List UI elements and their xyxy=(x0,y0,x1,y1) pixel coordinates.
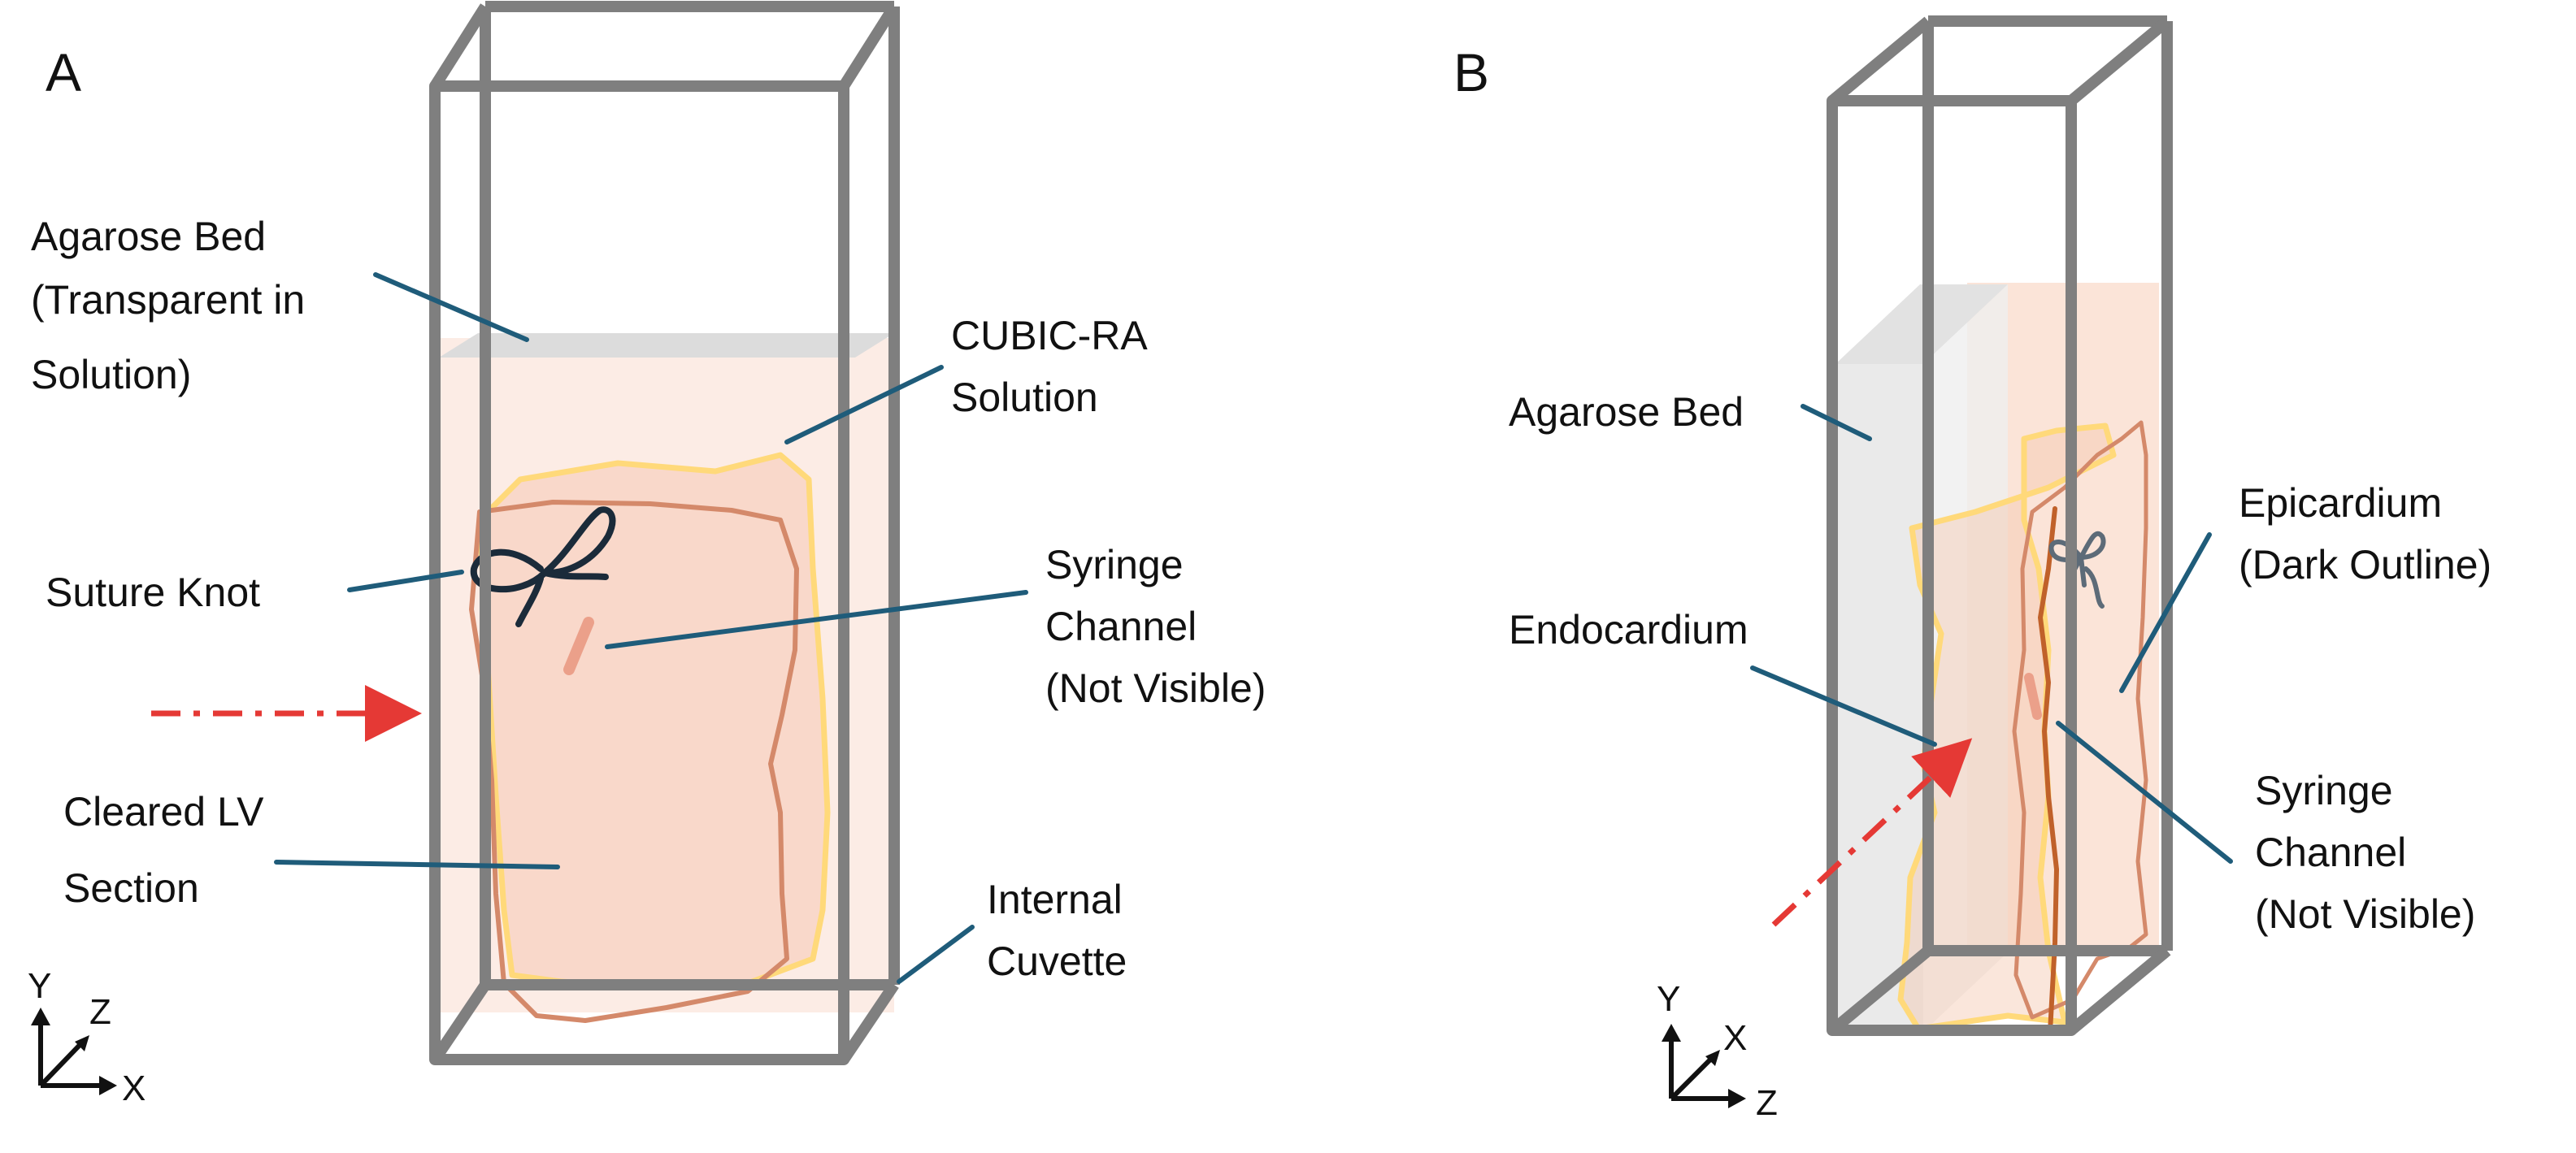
syringe-channel-a xyxy=(563,617,594,675)
cubic-ra-label: CUBIC-RA Solution xyxy=(951,313,1157,420)
epicardium-outline xyxy=(2038,506,2059,1034)
light-direction-arrow-b xyxy=(1771,738,1973,927)
cleared-lv-outer-outline xyxy=(476,452,831,990)
epicardium-label: Epicardium (Dark Outline) xyxy=(2239,480,2491,587)
cubic-ra-leader xyxy=(784,365,944,444)
axis-z-label-b: Z xyxy=(1756,1083,1778,1123)
syringe-channel-leader-b xyxy=(2056,721,2233,864)
agarose-bed-leader-a xyxy=(373,272,529,342)
epicardium-leader xyxy=(2119,532,2212,693)
syringe-channel-label-a: Syringe Channel (Not Visible) xyxy=(1045,542,1266,711)
suture-knot-label: Suture Knot xyxy=(46,570,260,615)
panel-b-letter: B xyxy=(1453,42,1489,102)
agarose-bed-a xyxy=(439,333,894,358)
axis-y-label-a: Y xyxy=(28,966,51,1006)
cleared-lv-label: Cleared LV Section xyxy=(63,789,275,911)
suture-knot xyxy=(470,506,616,627)
axis-x-label-a: X xyxy=(122,1068,146,1108)
axis-triad-b xyxy=(1662,1024,1746,1108)
agarose-bed-leader-b xyxy=(1801,404,1872,441)
cleared-lv-inner-outline xyxy=(469,500,799,1023)
agarose-bed-label-a: Agarose Bed (Transparent in Solution) xyxy=(31,214,316,397)
axis-z-label-a: Z xyxy=(89,992,111,1032)
axis-triad-a xyxy=(31,1008,117,1095)
panel-a-letter: A xyxy=(46,42,81,102)
agarose-bed-b xyxy=(1835,284,2008,1032)
panel-a: A xyxy=(28,1,1266,1108)
panel-b: B xyxy=(1453,15,2491,1123)
inner-wall-outline xyxy=(2012,420,2148,1020)
axis-y-label-b: Y xyxy=(1657,979,1680,1019)
internal-cuvette-label: Internal Cuvette xyxy=(987,877,1134,984)
syringe-channel-label-b: Syringe Channel (Not Visible) xyxy=(2255,768,2475,937)
cleared-lv-leader xyxy=(274,860,560,869)
agarose-bed-label-b: Agarose Bed xyxy=(1509,389,1744,435)
internal-cuvette-leader xyxy=(897,925,975,984)
internal-cuvette-a xyxy=(429,1,900,1065)
syringe-channel-leader-a xyxy=(605,590,1028,649)
axis-x-label-b: X xyxy=(1723,1018,1747,1058)
endocardium-label: Endocardium xyxy=(1509,607,1748,652)
endocardium-leader xyxy=(1750,665,1937,747)
suture-knot-leader xyxy=(347,570,464,592)
syringe-channel-b xyxy=(2024,673,2042,720)
